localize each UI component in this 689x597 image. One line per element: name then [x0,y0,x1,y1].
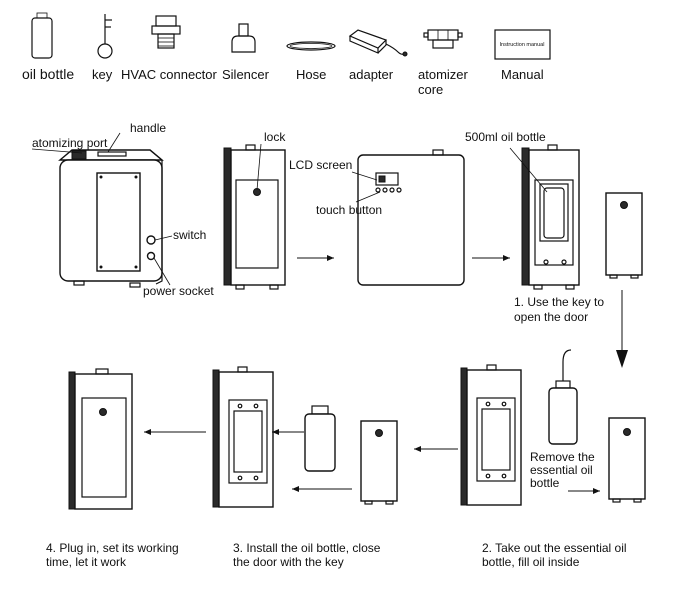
leader-switch [154,235,173,241]
step-2-line1: 2. Take out the essential oil [482,541,627,555]
device-back-panel [357,149,465,286]
device-open-empty [460,364,522,506]
leader-atomizing-port [31,148,83,154]
key-icon [97,14,113,59]
part-label-key: key [92,67,113,82]
device-door-closed [223,144,286,290]
step-2-line2: bottle, fill oil inside [482,555,580,569]
callout-remove-2: essential oil [530,463,593,477]
callout-remove-3: bottle [530,476,560,490]
leader-lcd [351,171,378,181]
callout-remove-1: Remove the [530,450,595,464]
leader-lock [256,143,262,191]
device-open-install [212,366,274,508]
door-panel-removed [605,192,643,279]
callout-power-socket: power socket [143,284,214,298]
silencer-icon [231,23,256,53]
part-label-manual: Manual [501,67,544,82]
part-label-oil-bottle: oil bottle [22,66,74,82]
device-open-with-bottle [521,144,580,290]
callout-lock: lock [264,130,286,144]
adapter-icon [348,29,408,57]
leader-power-socket [153,257,171,286]
device-final [68,368,133,510]
callout-touch: touch button [316,203,382,217]
oil-bottle-icon [31,12,53,59]
callout-atomizing-port: atomizing port [32,136,108,150]
part-label-hose: Hose [296,67,326,82]
part-label-atomizer-2: core [418,82,443,97]
door-panel-final [608,417,646,503]
step-4-line2: time, let it work [46,555,127,569]
hvac-connector-icon [151,15,181,49]
callout-switch: switch [173,228,206,242]
part-label-atomizer-1: atomizer [418,67,469,82]
bottle-install [304,405,336,472]
door-panel-install [360,420,398,505]
leader-handle [107,132,121,153]
step-1-line1: 1. Use the key to [514,295,604,309]
step-4-line1: 4. Plug in, set its working [46,541,179,555]
manual-icon [494,29,551,60]
callout-lcd: LCD screen [289,158,352,172]
step-1-line2: open the door [514,310,588,324]
callout-500ml: 500ml oil bottle [465,130,546,144]
hose-icon [286,41,336,51]
atomizer-core-icon [423,29,463,49]
part-label-adapter: adapter [349,67,394,82]
leader-500ml [509,147,548,193]
bottle-with-dropper [548,349,578,445]
manual-cover-text: Instruction manual [500,42,545,48]
part-label-silencer: Silencer [222,67,270,82]
callout-handle: handle [130,121,166,135]
leader-touch [355,191,381,203]
step-3-line2: the door with the key [233,555,344,569]
step-3-line1: 3. Install the oil bottle, close [233,541,381,555]
part-label-hvac: HVAC connector [121,67,218,82]
arrow-down-head [616,350,628,368]
device-overview [58,149,164,288]
